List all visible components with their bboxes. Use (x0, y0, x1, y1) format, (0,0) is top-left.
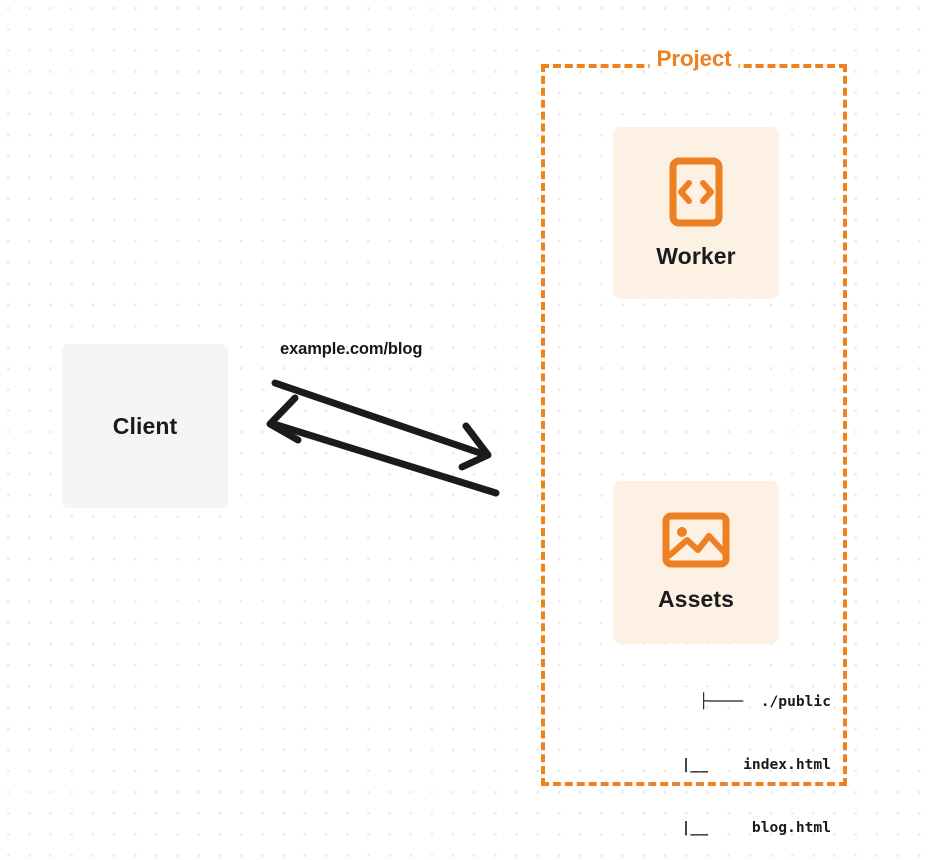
client-node-label: Client (112, 412, 178, 439)
file-tree-row: |__ index.html (681, 756, 831, 773)
client-node[interactable]: Client (62, 344, 228, 508)
connection-arrows (266, 379, 500, 497)
image-icon (662, 512, 730, 568)
code-brackets-icon (669, 157, 723, 226)
file-tree-row: |__ blog.html (681, 819, 831, 836)
request-arrow-icon (271, 379, 492, 471)
connection-label: example.com/blog (280, 340, 423, 358)
file-tree-row: ├──── ./public (699, 693, 831, 710)
worker-card-label: Worker (656, 242, 736, 269)
assets-card-label: Assets (657, 586, 735, 612)
assets-file-tree: ├──── ./public |__ index.html |__ blog.h… (586, 649, 836, 860)
worker-card[interactable]: Worker (613, 127, 779, 299)
connection-group: example.com/blog (255, 330, 520, 515)
project-container: Project Worker Assets ├──── ./public |__… (541, 46, 847, 836)
project-title: Project (649, 46, 739, 72)
assets-card[interactable]: Assets (613, 481, 779, 644)
response-arrow-icon (266, 394, 500, 497)
